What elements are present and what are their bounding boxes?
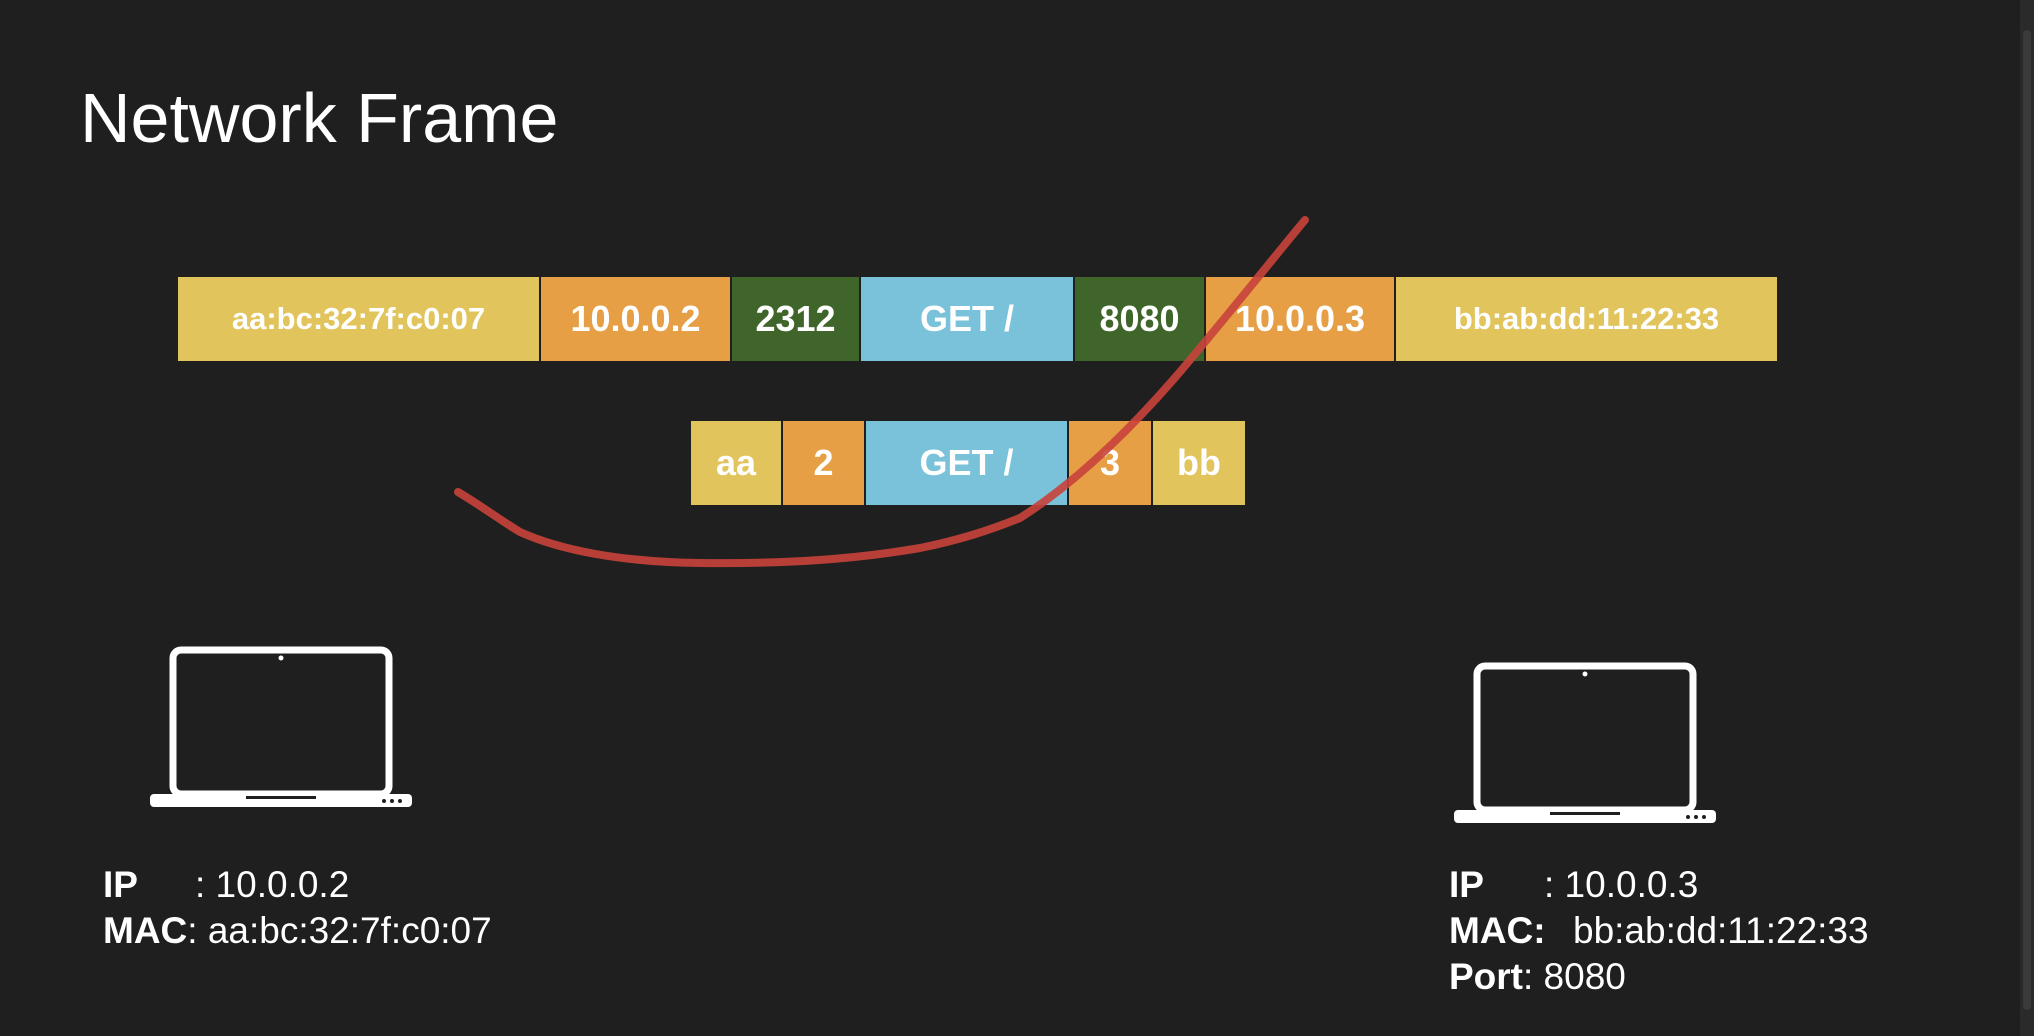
frame-full: aa:bc:32:7f:c0:07 10.0.0.2 2312 GET / 80… (178, 277, 1777, 361)
frame-short: aa 2 GET / 3 bb (691, 421, 1245, 505)
frame-short-data: GET / (866, 421, 1069, 505)
ip-value: : 10.0.0.3 (1544, 864, 1699, 905)
frame-field-src-mac: aa:bc:32:7f:c0:07 (178, 277, 541, 361)
mac-value: : aa:bc:32:7f:c0:07 (187, 910, 492, 951)
frame-field-dst-mac: bb:ab:dd:11:22:33 (1396, 277, 1777, 361)
mac-label: MAC (103, 910, 188, 951)
port-row: Port : 8080 (1449, 954, 1869, 1000)
frame-short-dst-ip: 3 (1069, 421, 1153, 505)
ip-value: : 10.0.0.2 (195, 864, 350, 905)
mac-label: MAC: (1449, 910, 1546, 951)
port-label: Port (1449, 956, 1523, 997)
laptop-icon (1452, 662, 1718, 831)
scrollbar[interactable] (2020, 0, 2034, 1036)
frame-short-src-mac: aa (691, 421, 783, 505)
ip-label: IP (103, 864, 138, 905)
frame-field-src-ip: 10.0.0.2 (541, 277, 732, 361)
host-info-right: IP : 10.0.0.3 MAC: bb:ab:dd:11:22:33 Por… (1449, 862, 1869, 1000)
mac-row: MAC: bb:ab:dd:11:22:33 (1449, 908, 1869, 954)
host-info-left: IP : 10.0.0.2 MAC : aa:bc:32:7f:c0:07 (103, 862, 492, 954)
page-title: Network Frame (80, 79, 559, 157)
ip-row: IP : 10.0.0.3 (1449, 862, 1869, 908)
frame-field-dst-port: 8080 (1075, 277, 1206, 361)
mac-value: bb:ab:dd:11:22:33 (1573, 910, 1869, 951)
frame-field-data: GET / (861, 277, 1075, 361)
frame-short-dst-mac: bb (1153, 421, 1245, 505)
ip-row: IP : 10.0.0.2 (103, 862, 492, 908)
mac-row: MAC : aa:bc:32:7f:c0:07 (103, 908, 492, 954)
frame-short-src-ip: 2 (783, 421, 866, 505)
frame-field-src-port: 2312 (732, 277, 861, 361)
frame-field-dst-ip: 10.0.0.3 (1206, 277, 1396, 361)
ip-label: IP (1449, 864, 1484, 905)
scrollbar-thumb[interactable] (2023, 30, 2031, 1010)
laptop-icon (148, 646, 414, 815)
port-value: : 8080 (1523, 956, 1626, 997)
